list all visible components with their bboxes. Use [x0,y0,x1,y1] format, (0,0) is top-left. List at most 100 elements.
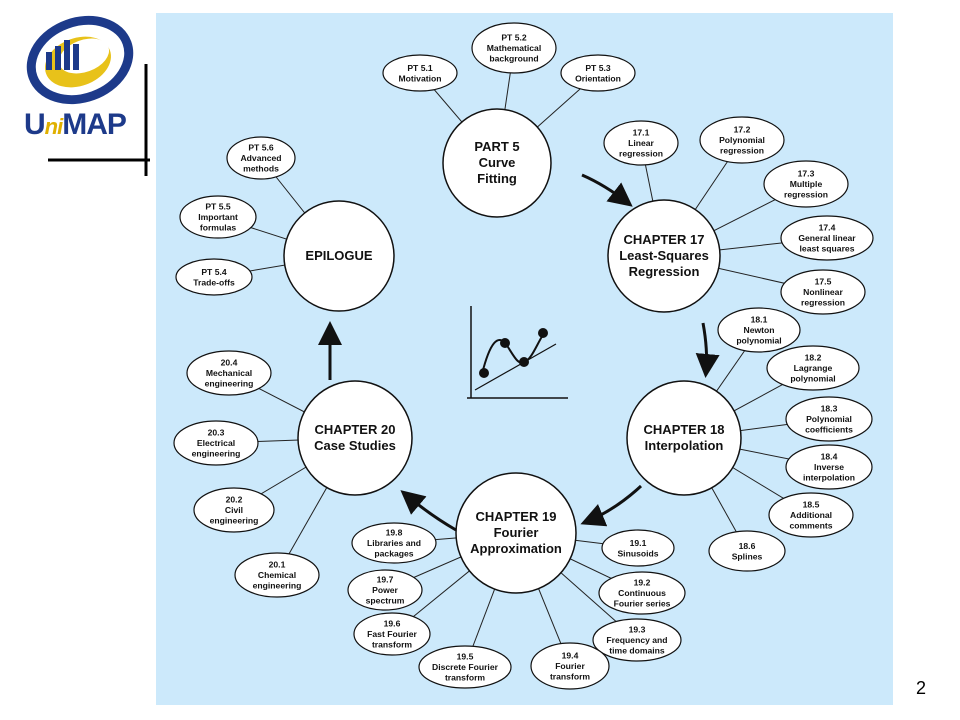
node-pt52-shape [471,22,557,74]
node-s194-shape [530,642,610,690]
node-s197-line-1: Power [372,585,398,595]
node-s194-line-0: 19.4 [562,651,579,661]
node-s182-line-2: polynomial [790,374,835,384]
hub-epilogue-line-0: EPILOGUE [305,248,373,263]
logo-u: U [24,108,46,141]
node-s192-shape [598,571,686,615]
hub-ch17-line-1: Least-Squares [619,248,709,263]
node-s203-line-1: Electrical [197,438,235,448]
node-s201-line-1: Chemical [258,570,296,580]
node-s191-line-1: Sinusoids [617,548,658,558]
arrow-part5-to-ch17 [581,173,633,207]
node-s191-line-0: 19.1 [630,538,647,548]
node-s172-line-0: 17.2 [734,125,751,135]
node-s171-line-0: 17.1 [633,128,650,138]
node-pt52-line-2: background [489,54,538,64]
node-s175-shape [780,269,866,315]
node-s198-shape [351,522,437,564]
logo-map: MAP [62,108,127,141]
node-pt54-line-1: Trade-offs [193,277,235,287]
node-pt56-line-2: methods [243,164,279,174]
node-s184-line-2: interpolation [803,473,855,483]
node-s195-line-1: Discrete Fourier [432,662,499,672]
node-s192-line-0: 19.2 [634,578,651,588]
node-s173-line-0: 17.3 [798,169,815,179]
hub-ch19-line-0: CHAPTER 19 [476,509,557,524]
hub-part5-circle [442,108,552,218]
node-pt56-line-0: PT 5.6 [248,143,274,153]
hub-ch17-circle [607,199,721,313]
node-s175-line-0: 17.5 [815,277,832,287]
hub-part5-line-2: Fitting [477,171,517,186]
node-pt53-line-0: PT 5.3 [585,63,611,73]
hub-epilogue-circle [283,200,395,312]
node-s181-line-1: Newton [743,325,774,335]
node-s183-shape [785,396,873,442]
logo-wordmark: UniMAP [24,108,127,142]
node-s198-line-1: Libraries and [367,538,421,548]
node-pt51-line-0: PT 5.1 [407,63,433,73]
node-s182-line-0: 18.2 [805,353,822,363]
node-s174-line-1: General linear [798,233,856,243]
node-s197-line-0: 19.7 [377,575,394,585]
hub-ch20-circle [297,380,413,496]
node-s185-line-2: comments [790,521,833,531]
node-s181-line-0: 18.1 [751,315,768,325]
hub-ch19-circle [455,472,577,594]
node-s186-line-0: 18.6 [739,541,756,551]
node-s184-line-0: 18.4 [821,452,838,462]
hub-ch18-line-0: CHAPTER 18 [644,422,725,437]
node-pt55-line-0: PT 5.5 [205,202,231,212]
node-s198-line-0: 19.8 [386,528,403,538]
node-s174-line-0: 17.4 [819,223,836,233]
node-s171-line-2: regression [619,149,663,159]
page-number: 2 [916,678,927,698]
node-s182-shape [766,345,860,391]
node-s175-line-1: Nonlinear [803,287,843,297]
hub-ch18-circle [626,380,742,496]
hub-part5-line-0: PART 5 [474,139,519,154]
node-s197-shape [347,569,423,611]
node-s197-line-2: spectrum [366,596,405,606]
node-s183-line-2: coefficients [805,425,853,435]
logo-ni: ni [44,114,64,139]
node-pt53-shape [560,54,636,92]
hub-ch17-line-2: Regression [629,264,700,279]
node-s175-line-2: regression [801,298,845,308]
node-s186-shape [708,530,786,572]
node-s173-line-1: Multiple [790,179,823,189]
node-pt52-line-0: PT 5.2 [501,33,527,43]
unimap-emblem-icon [26,15,150,176]
node-s198-line-2: packages [374,549,413,559]
node-s202-shape [193,487,275,533]
node-pt51-shape [382,54,458,92]
node-pt55-line-1: Important [198,212,238,222]
node-s196-shape [353,612,431,656]
flow-arrows [318,173,720,532]
hub-part5-line-1: Curve [479,155,516,170]
node-s201-line-2: engineering [253,581,302,591]
node-s193-line-2: time domains [609,646,665,656]
node-s204-line-0: 20.4 [221,358,238,368]
node-s196-line-1: Fast Fourier [367,629,417,639]
